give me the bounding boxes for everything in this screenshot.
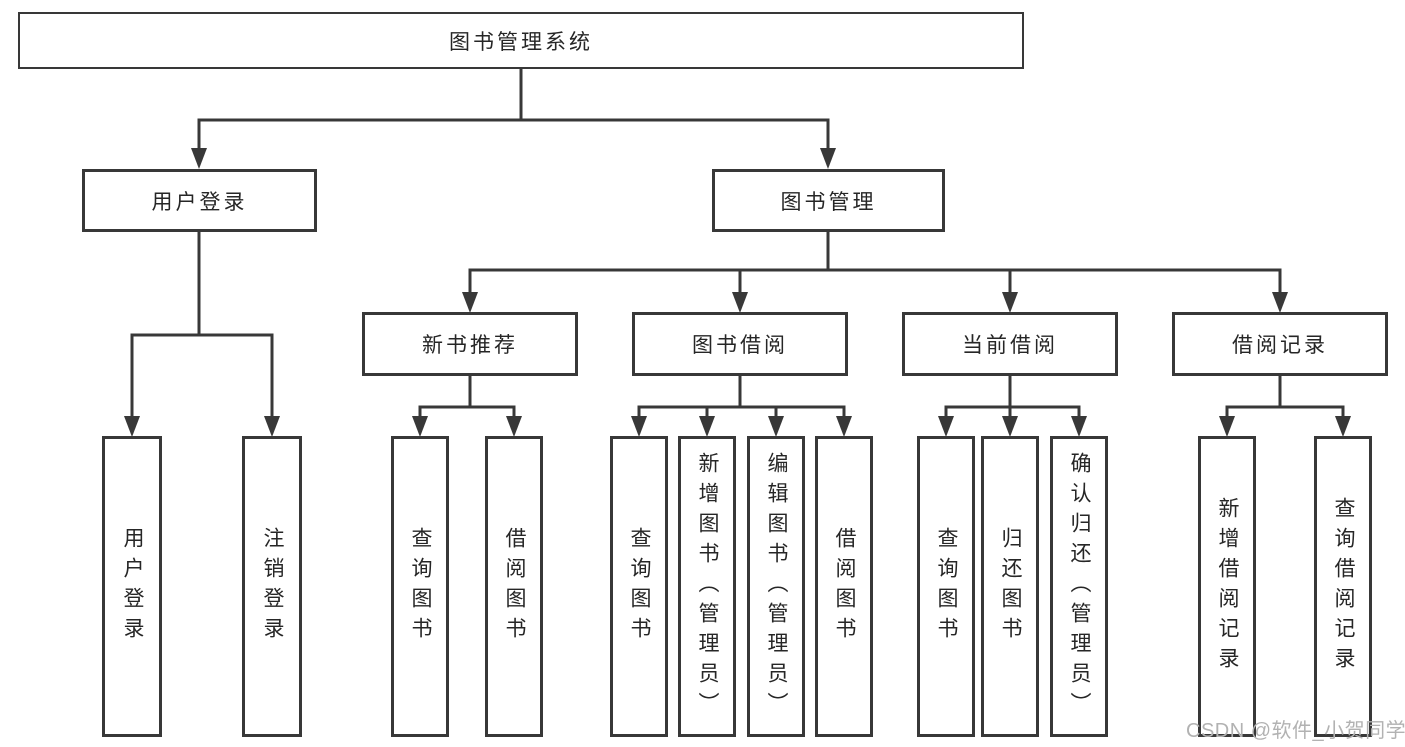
leaf-return-books: 归还图书 <box>981 436 1039 737</box>
connector-borrow-records-leaves <box>1225 376 1345 417</box>
leaf-query-books-recommend: 查询图书 <box>391 436 449 737</box>
connector-user-login-leaves <box>130 232 274 417</box>
leaf-query-borrow-record: 查询借阅记录 <box>1314 436 1372 737</box>
leaf-add-books-admin: 新增图书（管理员） <box>678 436 736 737</box>
leaf-query-books-borrow: 查询图书 <box>610 436 668 737</box>
leaf-logout: 注销登录 <box>242 436 302 737</box>
leaf-edit-books-admin: 编辑图书（管理员） <box>747 436 805 737</box>
arrowheads-new-rec-leaves <box>412 416 522 437</box>
arrowheads-current-borrow-leaves <box>938 416 1087 437</box>
connector-current-borrow-leaves <box>944 376 1081 417</box>
connector-new-rec-leaves <box>418 376 516 417</box>
arrowheads-level3 <box>462 292 1288 313</box>
leaf-query-books-current: 查询图书 <box>917 436 975 737</box>
arrowheads-book-borrow-leaves <box>631 416 852 437</box>
leaf-add-borrow-record: 新增借阅记录 <box>1198 436 1256 737</box>
arrowheads-level2 <box>191 148 836 169</box>
leaf-borrow-books-recommend: 借阅图书 <box>485 436 543 737</box>
leaf-borrow-books: 借阅图书 <box>815 436 873 737</box>
node-book-management: 图书管理 <box>712 169 945 232</box>
connector-book-mgmt-to-level3 <box>468 232 1282 293</box>
connector-root-to-level2 <box>197 69 830 150</box>
node-new-book-recommend: 新书推荐 <box>362 312 578 376</box>
connector-book-borrow-leaves <box>637 376 846 417</box>
node-book-borrow: 图书借阅 <box>632 312 848 376</box>
node-current-borrow: 当前借阅 <box>902 312 1118 376</box>
csdn-watermark: CSDN @软件_小贺同学 <box>1186 720 1405 742</box>
leaf-user-login: 用户登录 <box>102 436 162 737</box>
node-borrow-records: 借阅记录 <box>1172 312 1388 376</box>
node-system-root: 图书管理系统 <box>18 12 1024 69</box>
node-user-login: 用户登录 <box>82 169 317 232</box>
arrowheads-user-login-leaves <box>124 416 280 437</box>
leaf-confirm-return-admin: 确认归还（管理员） <box>1050 436 1108 737</box>
arrowheads-borrow-records-leaves <box>1219 416 1351 437</box>
